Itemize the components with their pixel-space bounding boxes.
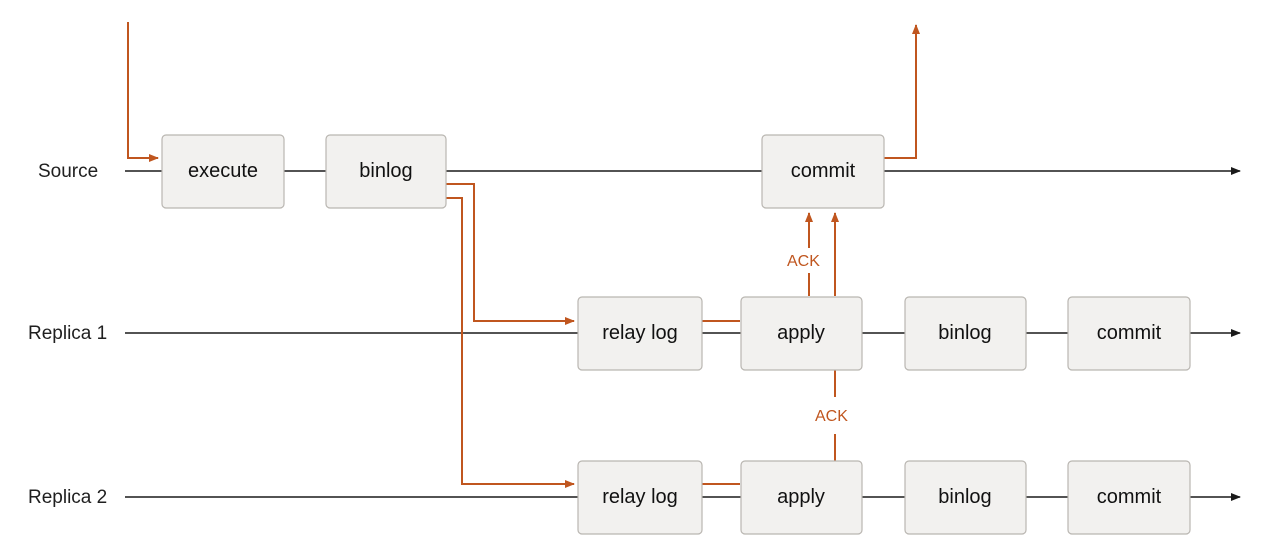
ack-label-lower: ACK: [815, 408, 848, 425]
replica-1-apply-label: apply: [777, 322, 825, 344]
replica-1-relay-log-label: relay log: [602, 322, 678, 344]
replica-1-binlog-box: binlog: [904, 296, 1027, 371]
replica-2-binlog-label: binlog: [938, 486, 991, 508]
binlog-to-replica-2-arrow: [446, 197, 575, 488]
replica-1-apply-box: apply: [740, 296, 863, 371]
source-execute-label: execute: [188, 160, 258, 182]
ack-label-upper: ACK: [787, 253, 820, 270]
lane-label-source: Source: [38, 161, 98, 182]
replica-1-relay-log-box: relay log: [577, 296, 703, 371]
binlog-to-replica-1-arrow: [446, 183, 575, 325]
replica-2-commit-box: commit: [1067, 460, 1191, 535]
source-execute-box: execute: [161, 134, 285, 209]
replica-2-binlog-box: binlog: [904, 460, 1027, 535]
replica-2-relay-log-label: relay log: [602, 486, 678, 508]
source-commit-box: commit: [761, 134, 885, 209]
lane-label-replica-2: Replica 2: [28, 487, 107, 508]
replica-1-commit-box: commit: [1067, 296, 1191, 371]
source-binlog-label: binlog: [359, 160, 412, 182]
replica-2-apply-box: apply: [740, 460, 863, 535]
replica-2-commit-label: commit: [1097, 486, 1162, 508]
replica-1-commit-label: commit: [1097, 322, 1162, 344]
source-commit-label: commit: [791, 160, 856, 182]
client-return-arrow: [884, 24, 920, 159]
replica-1-binlog-label: binlog: [938, 322, 991, 344]
replica-2-relay-log-box: relay log: [577, 460, 703, 535]
lane-label-replica-1: Replica 1: [28, 323, 107, 344]
incoming-transaction-arrow: [127, 22, 159, 162]
replica-2-apply-label: apply: [777, 486, 825, 508]
source-binlog-box: binlog: [325, 134, 447, 209]
